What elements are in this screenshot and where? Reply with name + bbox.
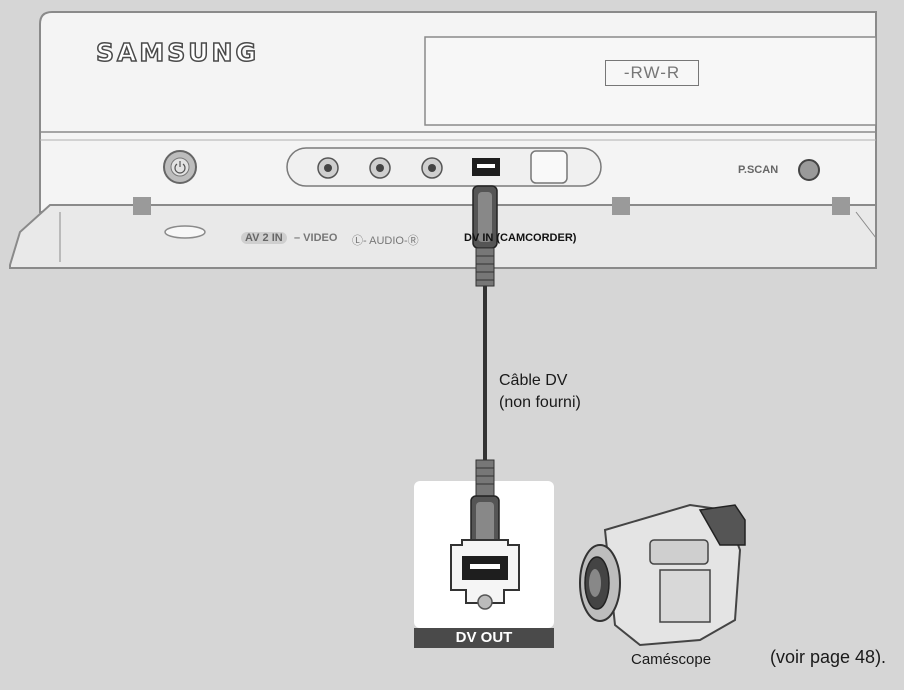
cable-label: Câble DV (non fourni) [499, 370, 581, 414]
dv-out-label: DV OUT [414, 628, 554, 648]
disc-tray [424, 36, 877, 126]
disc-format-logo: -RW-R [605, 60, 699, 86]
camcorder-icon [579, 503, 746, 647]
cable-label-line1: Câble DV [499, 372, 568, 389]
dv-in-label: DV IN (CAMCORDER) [464, 232, 577, 244]
power-icon [163, 150, 197, 184]
pscan-label: P.SCAN [738, 164, 779, 176]
audio-label: Ⓛ- AUDIO-Ⓡ [352, 235, 419, 247]
av-jack-icon [317, 157, 443, 179]
input-panel [286, 147, 602, 187]
video-label: – VIDEO [294, 232, 338, 244]
page-reference: (voir page 48). [770, 647, 887, 667]
brand-logo: SAMSUNG [95, 37, 259, 68]
front-flap [9, 204, 877, 269]
pscan-button [798, 159, 820, 181]
av2in-label: AV 2 IN [241, 232, 287, 244]
cable-label-line2: (non fourni) [499, 394, 581, 411]
cable-plug-icon [472, 185, 498, 287]
dv-port-icon [472, 158, 500, 176]
camcorder-label: Caméscope [631, 651, 712, 668]
